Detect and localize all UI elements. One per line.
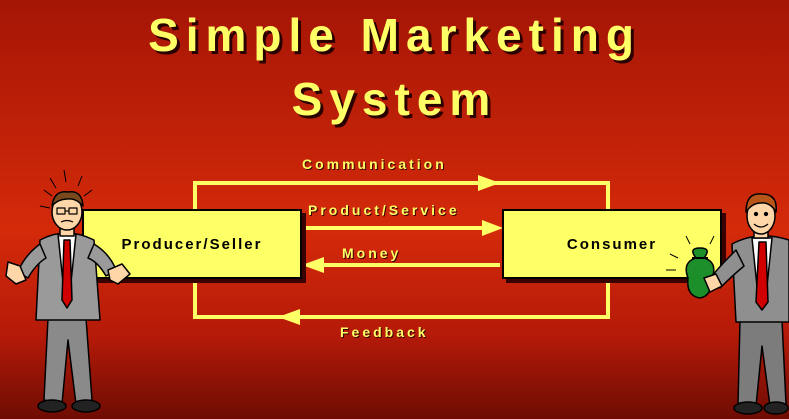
feedback-arrowhead xyxy=(278,309,300,325)
communication-arrow xyxy=(193,181,610,209)
product-arrowhead xyxy=(482,220,503,236)
producer-seller-label: Producer/Seller xyxy=(121,235,263,253)
communication-arrowhead xyxy=(478,175,500,191)
feedback-arrow xyxy=(193,275,610,319)
title-line-1: Simple Marketing xyxy=(148,9,641,61)
money-arrowhead xyxy=(302,257,324,273)
consumer-box: Consumer xyxy=(502,209,722,279)
feedback-label: Feedback xyxy=(340,324,429,340)
title-line-2: System xyxy=(291,73,498,125)
consumer-label: Consumer xyxy=(566,235,658,253)
money-label: Money xyxy=(342,245,402,261)
product-service-label: Product/Service xyxy=(308,202,460,218)
communication-label: Communication xyxy=(302,156,447,172)
